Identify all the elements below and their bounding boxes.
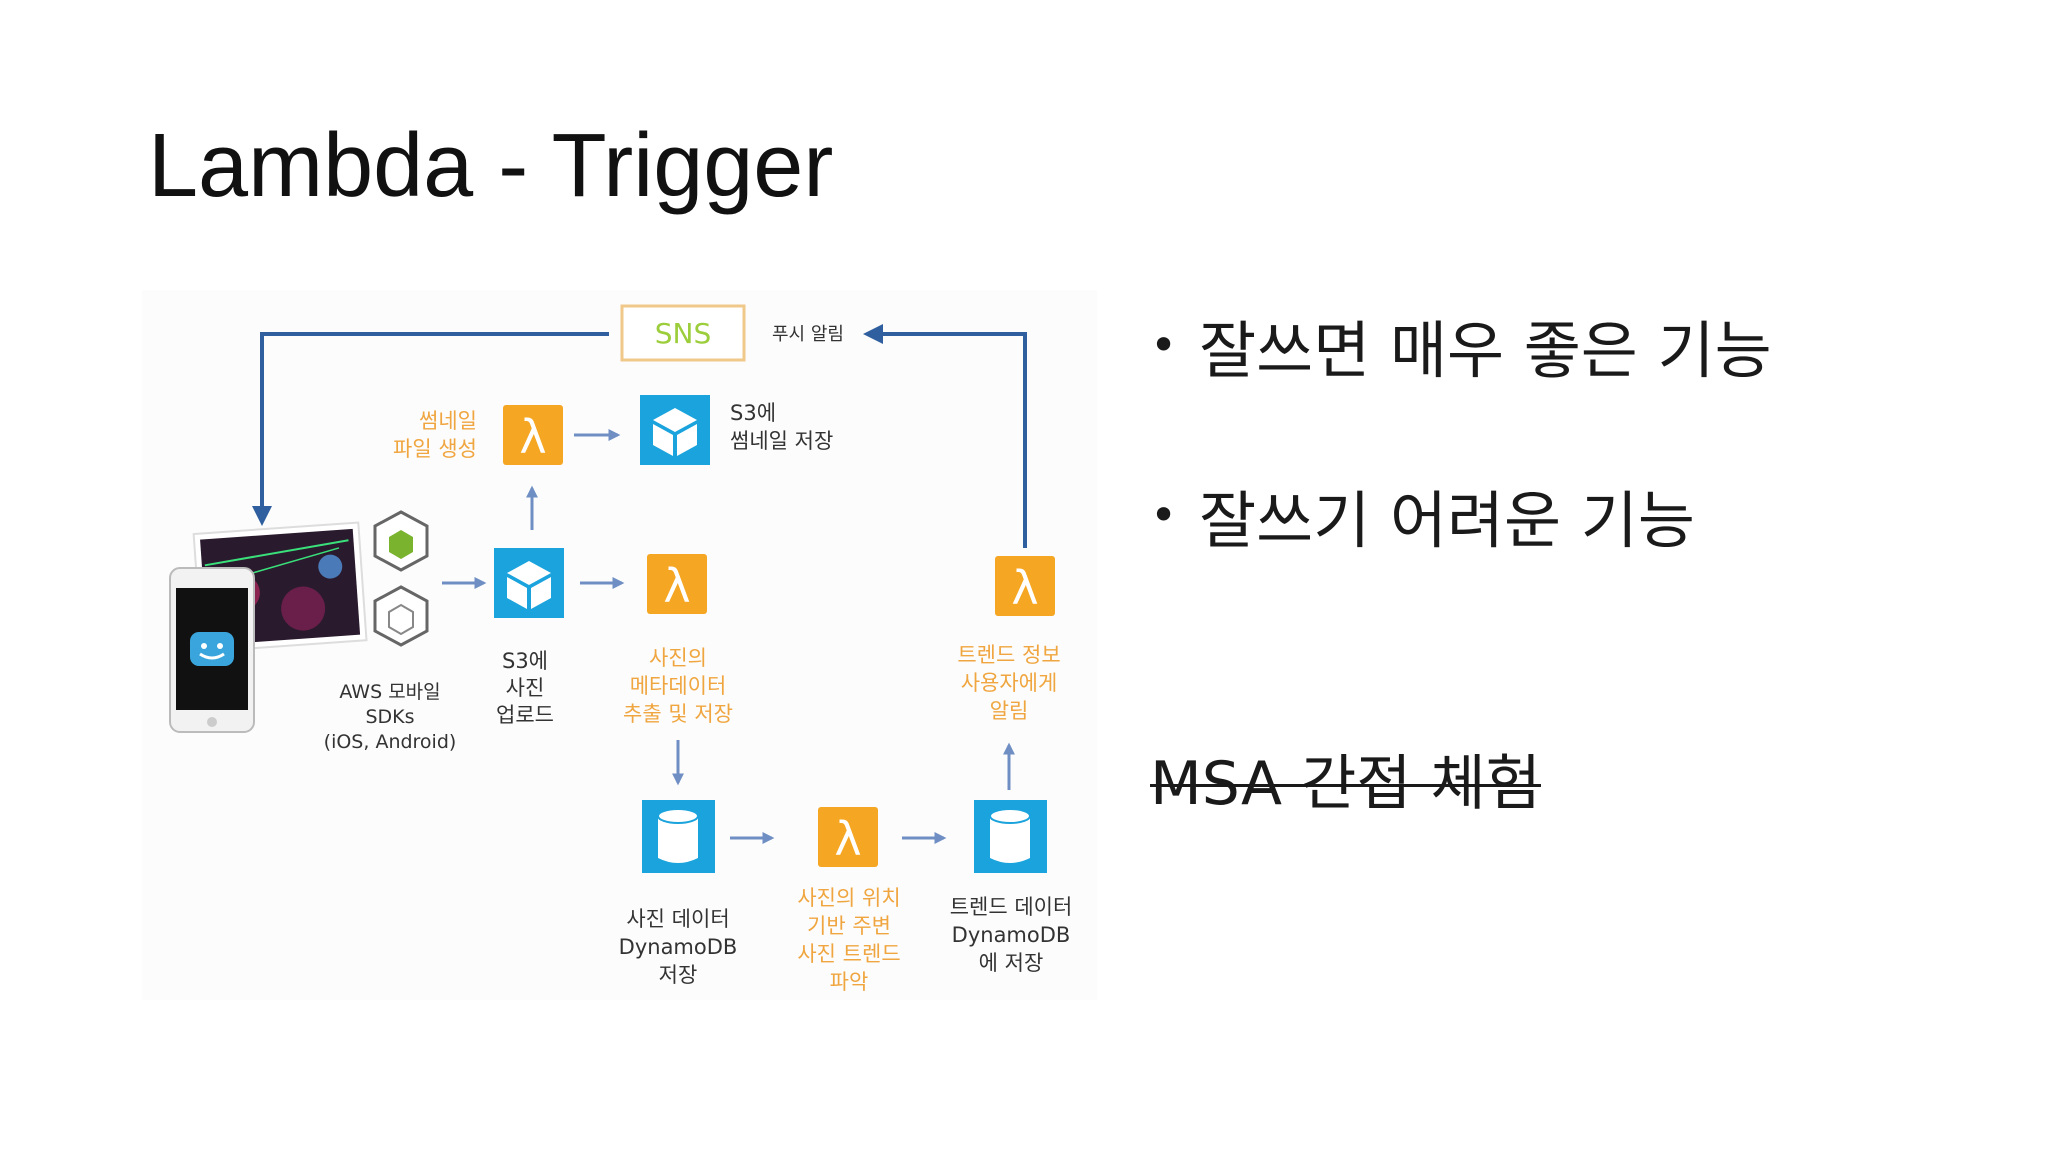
mobile-phone-photo xyxy=(169,521,368,733)
thumb-lambda-line1: 썸네일 xyxy=(419,409,477,433)
svg-text:λ: λ xyxy=(834,812,861,866)
trend-db-line1: 트렌드 데이터 xyxy=(950,895,1073,919)
photo-db-line1: 사진 데이터 xyxy=(626,907,729,931)
trend-lambda-line3: 사진 트렌드 xyxy=(797,942,900,966)
trend-notify-line3: 알림 xyxy=(990,699,1029,723)
lambda-icon-metadata: λ xyxy=(647,554,707,614)
meta-lambda-line3: 추출 및 저장 xyxy=(623,702,733,726)
svg-text:λ: λ xyxy=(519,410,546,464)
push-notification-label: 푸시 알림 xyxy=(772,324,844,345)
sdk-icon-grey xyxy=(373,585,429,647)
diagram-svg: SNS 푸시 알림 λ 썸네일 파일 생성 S3에 썸네일 저장 xyxy=(169,304,1073,994)
trend-notify-line1: 트렌드 정보 xyxy=(957,643,1060,667)
bullet-dot-icon: • xyxy=(1150,318,1178,372)
meta-lambda-line1: 사진의 xyxy=(649,646,707,670)
dynamodb-icon-trend xyxy=(974,800,1047,873)
s3-bucket-icon-upload xyxy=(494,548,564,618)
s3-upload-line2: 사진 xyxy=(506,676,545,700)
bullet-item: • 잘쓰면 매우 좋은 기능 xyxy=(1150,300,1772,390)
slide-title: Lambda - Trigger xyxy=(148,116,834,216)
s3-thumb-line2: 썸네일 저장 xyxy=(730,429,833,453)
dynamodb-icon-photo xyxy=(642,800,715,873)
lambda-icon-trend: λ xyxy=(818,807,878,867)
trend-lambda-line1: 사진의 위치 xyxy=(797,886,900,910)
lambda-trigger-diagram: SNS 푸시 알림 λ 썸네일 파일 생성 S3에 썸네일 저장 xyxy=(142,290,1097,1000)
thumb-lambda-line2: 파일 생성 xyxy=(393,437,477,461)
trend-lambda-line4: 파악 xyxy=(830,970,869,994)
s3-bucket-icon-thumbnail xyxy=(640,395,710,465)
svg-text:λ: λ xyxy=(1011,561,1038,615)
trend-db-line2: DynamoDB xyxy=(952,923,1071,947)
trend-db-line3: 에 저장 xyxy=(979,951,1044,975)
bullet-dot-icon: • xyxy=(1150,488,1178,542)
photo-db-line3: 저장 xyxy=(659,963,698,987)
strikethrough-note: MSA 간접 체험 xyxy=(1150,749,1541,819)
sdk-line1: AWS 모바일 xyxy=(339,681,440,703)
sdk-line3: (iOS, Android) xyxy=(324,731,457,753)
trend-to-sns-arrow xyxy=(863,324,1027,548)
s3-upload-line3: 업로드 xyxy=(496,703,554,727)
sns-to-phone-arrow xyxy=(252,332,609,526)
sdk-line2: SDKs xyxy=(365,706,414,728)
trend-lambda-line2: 기반 주변 xyxy=(807,914,891,938)
bullet-text: 잘쓰기 어려운 기능 xyxy=(1199,484,1695,557)
sns-label: SNS xyxy=(655,317,712,350)
s3-thumb-line1: S3에 xyxy=(730,401,776,425)
s3-upload-line1: S3에 xyxy=(502,649,548,673)
meta-lambda-line2: 메타데이터 xyxy=(630,674,727,698)
trend-notify-line2: 사용자에게 xyxy=(961,671,1058,695)
lambda-icon-trend-notify: λ xyxy=(995,556,1055,616)
photo-db-line2: DynamoDB xyxy=(619,935,738,959)
svg-text:λ: λ xyxy=(663,559,690,613)
sns-box: SNS xyxy=(620,304,746,362)
bullet-text: 잘쓰면 매우 좋은 기능 xyxy=(1199,314,1772,387)
sdk-icon-green xyxy=(373,510,429,572)
bullet-item: • 잘쓰기 어려운 기능 xyxy=(1150,470,1695,560)
lambda-icon-thumbnail: λ xyxy=(503,405,563,465)
